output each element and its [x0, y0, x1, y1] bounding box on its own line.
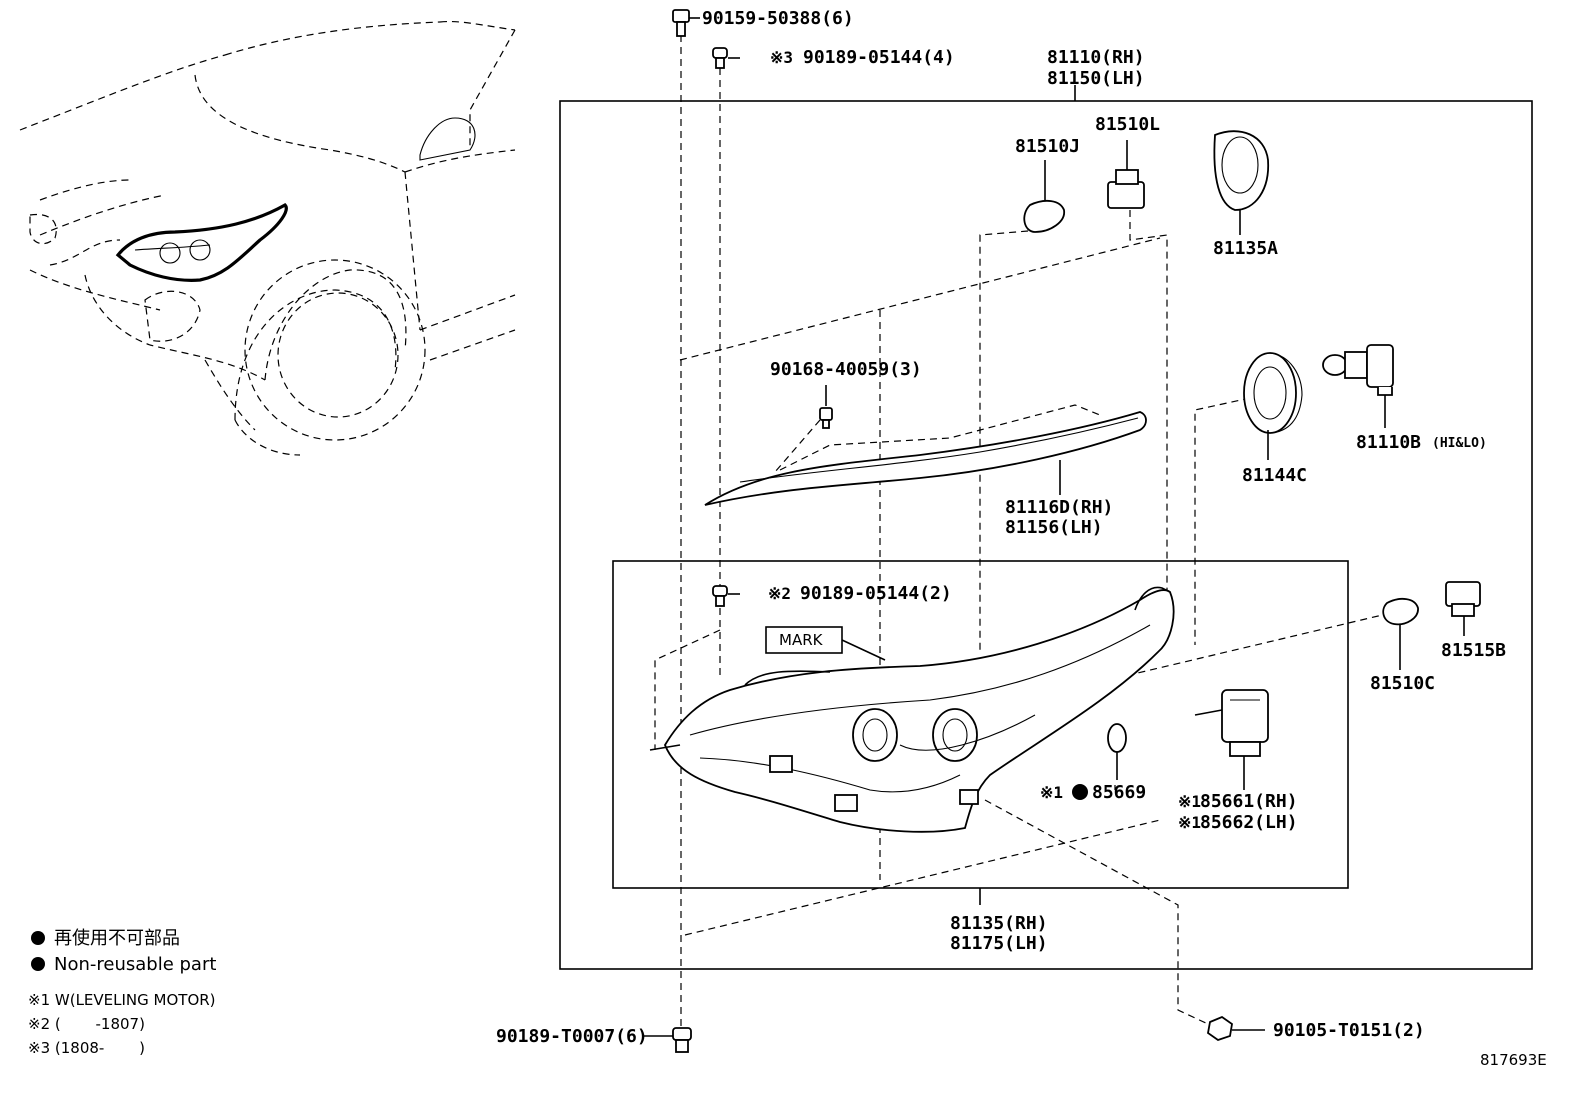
non-reusable-bullet-icon — [1072, 784, 1088, 800]
part-label-bulb-hilo-note: (HI&LO) — [1432, 436, 1487, 451]
assembly-label-rh: 81110(RH) — [1047, 47, 1145, 68]
legend-bullet-en-icon — [31, 957, 45, 971]
bulb-hilo-icon — [1322, 344, 1394, 428]
part-label-clip-2: 90189-05144(2) — [800, 583, 952, 604]
leader-lines — [654, 35, 1396, 1030]
gasket-icon — [1107, 723, 1127, 780]
part-label-motor-rh: 85661(RH) — [1200, 791, 1298, 812]
clip-3-icon — [712, 47, 740, 69]
part-label-motor-lh: 85662(LH) — [1200, 812, 1298, 833]
mark-label: MARK — [779, 631, 824, 649]
part-label-screw-bottom: 90105-T0151(2) — [1273, 1020, 1425, 1041]
part-label-socket-l: 81510L — [1095, 114, 1160, 135]
legend-note-3: ※3 (1808- ) — [28, 1039, 145, 1057]
part-label-socket-b: 81515B — [1441, 640, 1506, 661]
socket-l-icon — [1107, 140, 1145, 209]
vehicle-front-sketch — [19, 20, 516, 456]
leveling-motor-icon — [1194, 689, 1269, 790]
part-label-bulb-j: 81510J — [1015, 136, 1080, 157]
assembly-label-lh: 81150(LH) — [1047, 68, 1145, 89]
part-label-garnish-lh: 81156(LH) — [1005, 517, 1103, 538]
clip-2-prefix: ※2 — [768, 584, 791, 603]
gasket-prefix: ※1 — [1040, 783, 1063, 802]
housing-label-lh: 81175(LH) — [950, 933, 1048, 954]
part-label-cover-a: 81135A — [1213, 238, 1278, 259]
part-label-screw-top: 90159-50388(6) — [702, 8, 854, 29]
motor-prefix-rh: ※1 — [1178, 792, 1201, 811]
mark-callout — [765, 626, 886, 661]
cover-a-icon — [1213, 130, 1269, 235]
part-label-bulb-c: 81510C — [1370, 673, 1435, 694]
screw-mid-icon — [819, 385, 833, 429]
cap-c-icon — [1243, 352, 1303, 460]
screw-bottom-icon — [1207, 1015, 1265, 1041]
motor-prefix-lh: ※1 — [1178, 813, 1201, 832]
housing-label-rh: 81135(RH) — [950, 913, 1048, 934]
legend-en: Non-reusable part — [54, 954, 216, 975]
bulb-c-icon — [1382, 597, 1419, 670]
part-label-garnish-rh: 81116D(RH) — [1005, 497, 1113, 518]
clip-bottom-icon — [642, 1027, 692, 1053]
part-label-bulb-hilo: 81110B — [1356, 432, 1421, 453]
part-label-gasket: 85669 — [1092, 782, 1146, 803]
legend-jp: 再使用不可部品 — [54, 928, 180, 949]
part-label-clip-bottom: 90189-T0007(6) — [496, 1026, 648, 1047]
clip-3-prefix: ※3 — [770, 48, 793, 67]
part-label-screw-mid: 90168-40059(3) — [770, 359, 922, 380]
assembly-outline-box — [559, 100, 1533, 970]
catalog-number: 817693E — [1480, 1051, 1547, 1069]
bulb-j-icon — [1023, 160, 1065, 233]
part-label-cap-c: 81144C — [1242, 465, 1307, 486]
socket-b-icon — [1445, 581, 1481, 636]
headlamp-housing-icon — [649, 586, 1175, 833]
garnish-strip-icon — [704, 411, 1147, 506]
legend-note-1: ※1 W(LEVELING MOTOR) — [28, 991, 216, 1009]
clip-2-icon — [712, 585, 740, 607]
legend-note-2: ※2 ( -1807) — [28, 1015, 145, 1033]
legend-bullet-jp-icon — [31, 931, 45, 945]
screw-top-icon — [672, 9, 700, 37]
part-label-clip-3: 90189-05144(4) — [803, 47, 955, 68]
